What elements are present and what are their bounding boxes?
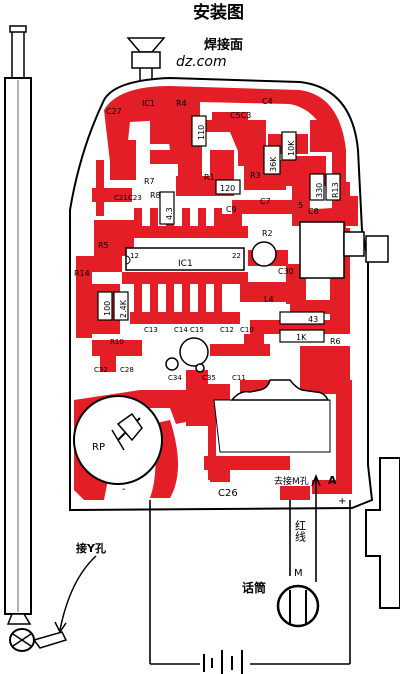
battery-area xyxy=(213,399,331,453)
ic1-label: IC1 xyxy=(178,259,193,269)
ic-pin22: 22 xyxy=(232,252,241,260)
external-wiring xyxy=(149,500,351,665)
battery-icon xyxy=(203,650,243,674)
label-mic-m: M xyxy=(294,568,303,579)
lbl-100: 100 xyxy=(103,301,112,316)
microphone-icon xyxy=(276,584,320,628)
volume-potentiometer xyxy=(73,395,163,485)
lbl-c27: C27 xyxy=(106,107,122,116)
lbl-c7: C7 xyxy=(260,197,271,206)
lbl-c13: C13 xyxy=(144,326,158,334)
lbl-l4: L4 xyxy=(264,295,274,304)
lbl-c14: C14 xyxy=(174,326,188,334)
lbl-r13: R13 xyxy=(331,182,340,198)
lbl-c9: C9 xyxy=(226,205,237,214)
lbl-r6: R6 xyxy=(330,337,341,346)
lbl-r7: R7 xyxy=(144,177,155,186)
lbl-c11: C11 xyxy=(232,374,246,382)
label-red-wire: 红线 xyxy=(294,520,307,542)
lbl-c15: C15 xyxy=(190,326,204,334)
label-minus: - xyxy=(122,484,126,495)
lbl-r1: R1 xyxy=(204,173,215,182)
lbl-1k: 1K xyxy=(296,333,307,342)
lbl-ic1-top: IC1 xyxy=(142,99,155,108)
lbl-c5c3: C5C3 xyxy=(230,111,251,120)
lbl-r2: R2 xyxy=(262,229,273,238)
tuning-knob xyxy=(365,235,389,263)
lbl-c32: C32 xyxy=(94,366,108,374)
telescopic-antenna xyxy=(4,25,68,652)
lbl-10k: 10K xyxy=(287,140,296,156)
ic-pin12: 12 xyxy=(130,252,139,260)
lbl-43: 4.3 xyxy=(165,207,174,220)
lbl-c26: C26 xyxy=(218,488,238,499)
label-rp: RP xyxy=(92,442,105,453)
lbl-r8: R8 xyxy=(150,191,161,200)
lbl-c10: C10 xyxy=(240,326,254,334)
lbl-43b: 43 xyxy=(308,315,318,324)
watermark: dz.com xyxy=(176,54,227,70)
lbl-110: 110 xyxy=(197,125,206,140)
lbl-5: 5 xyxy=(298,201,303,210)
lbl-24k: 2.4K xyxy=(119,299,128,318)
lbl-36k: 36K xyxy=(269,156,278,172)
lbl-r10: R10 xyxy=(110,338,124,346)
lbl-c4: C4 xyxy=(262,97,273,106)
lbl-c8: C8 xyxy=(308,207,319,216)
lbl-r14: R14 xyxy=(74,269,90,278)
lbl-330: 330 xyxy=(315,183,324,198)
lbl-c28: C28 xyxy=(120,366,134,374)
lbl-c30: C30 xyxy=(278,267,294,276)
lbl-c34: C34 xyxy=(168,374,182,382)
label-connect-m-hole: 去接M孔 xyxy=(274,475,309,487)
diagram-title: 安装图 xyxy=(193,2,244,23)
lbl-c21: C21 xyxy=(114,194,128,202)
component-labels: C27 IC1 R4 C4 C5C3 110 36K 10K 330 R13 R… xyxy=(74,97,341,499)
lbl-c35: C35 xyxy=(202,374,216,382)
label-point-a: A xyxy=(328,474,337,487)
label-microphone: 话筒 xyxy=(242,580,266,595)
lbl-r5: R5 xyxy=(98,241,109,250)
lbl-r4: R4 xyxy=(176,99,187,108)
label-connect-y-hole: 接Y孔 xyxy=(76,541,106,555)
ic1-chip xyxy=(125,247,245,271)
arrow-to-antenna xyxy=(59,555,97,631)
resistor-boxes xyxy=(97,115,341,343)
lbl-c12: C12 xyxy=(220,326,234,334)
lbl-120: 120 xyxy=(220,184,235,193)
label-plus: + xyxy=(338,496,346,507)
transistors xyxy=(165,221,365,373)
lbl-r3: R3 xyxy=(250,171,261,180)
lbl-c23: C23 xyxy=(128,194,142,202)
label-solder-side: 焊接面 xyxy=(204,37,243,53)
right-bracket xyxy=(365,457,400,609)
